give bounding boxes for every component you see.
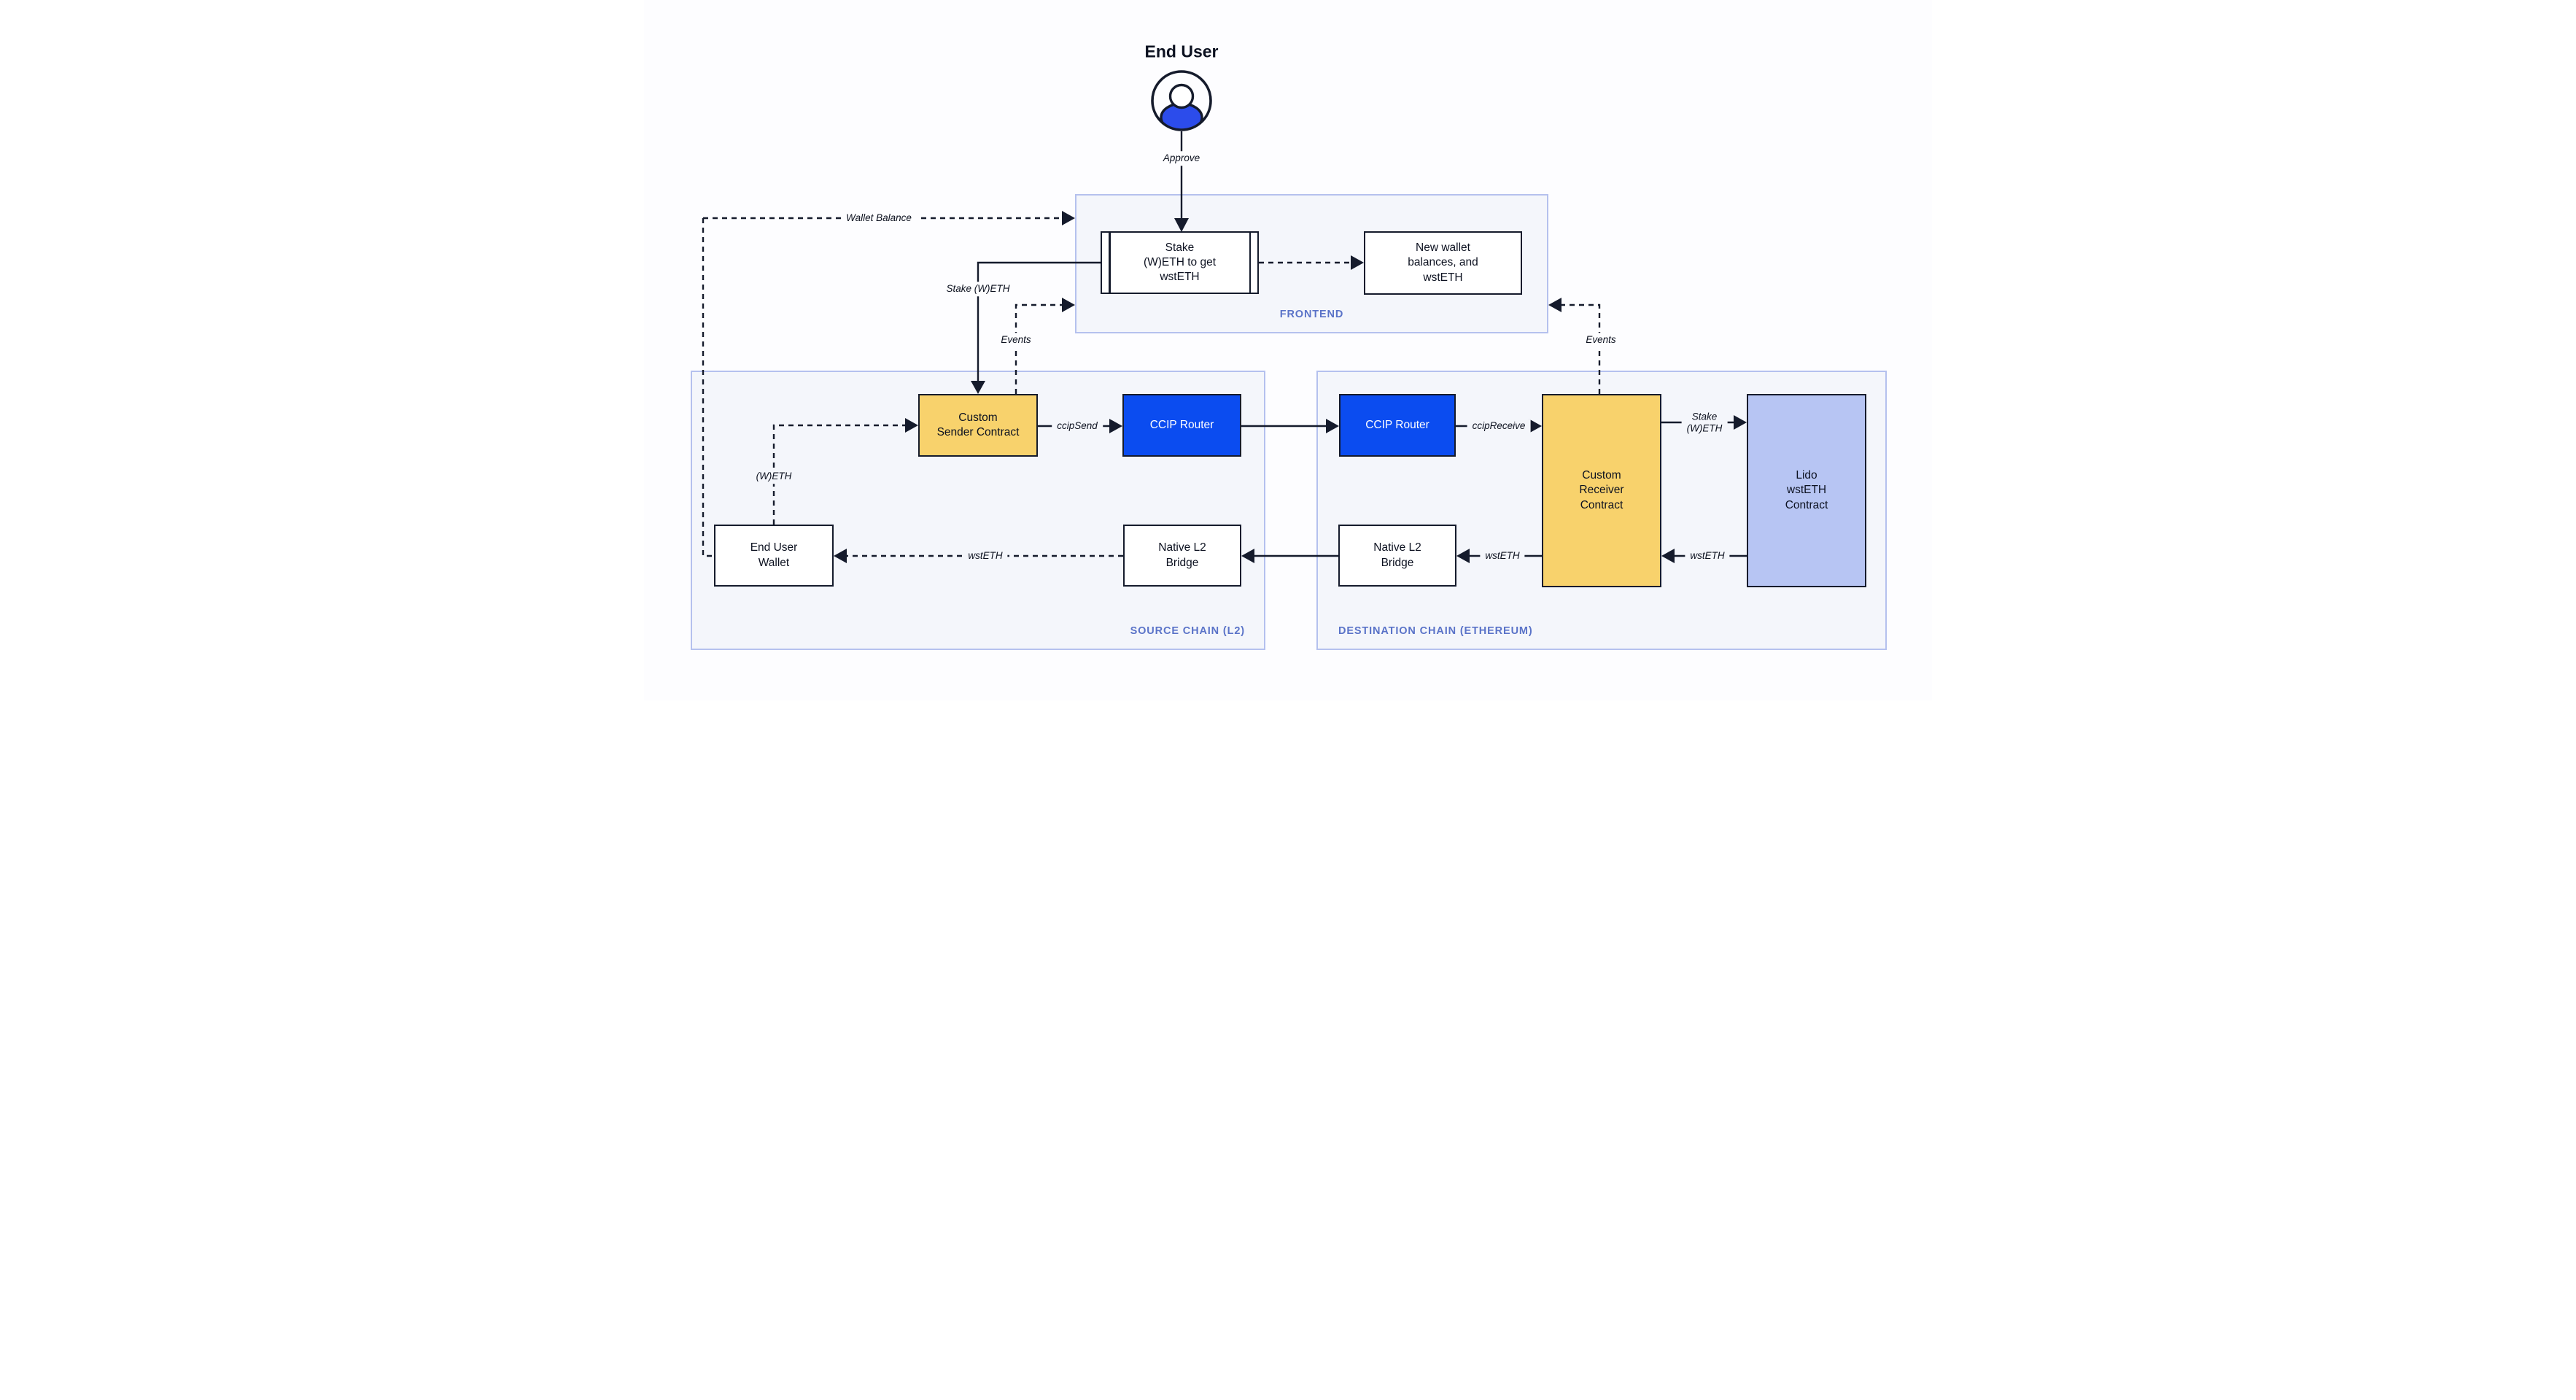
ccip-router-destination: CCIP Router xyxy=(1339,394,1456,457)
edge-label-approve: Approve xyxy=(1157,151,1206,166)
edge-label-events-right: Events xyxy=(1580,333,1621,347)
end-user-title: End User xyxy=(1144,42,1219,61)
custom-sender-label: Custom Sender Contract xyxy=(936,411,1020,438)
edge-label-ccipreceive: ccipReceive xyxy=(1467,419,1531,433)
edge-label-weth: (W)ETH xyxy=(750,469,797,484)
ccip-router-destination-label: CCIP Router xyxy=(1365,418,1429,431)
person-icon xyxy=(1151,70,1212,131)
lido-wsteth-label: Lido wstETH Contract xyxy=(1785,469,1828,511)
subroutine-bar-left xyxy=(1109,233,1111,293)
edge-label-stake-weth-left: Stake (W)ETH xyxy=(941,282,1015,296)
native-bridge-source: Native L2 Bridge xyxy=(1123,525,1241,587)
ccip-router-source-label: CCIP Router xyxy=(1149,418,1214,431)
edge-label-events-left: Events xyxy=(996,333,1036,347)
new-wallet-box: New wallet balances, and wstETH xyxy=(1364,231,1522,295)
edge-label-wsteth-lido: wstETH xyxy=(1685,549,1730,563)
destination-chain-label: DESTINATION CHAIN (ETHEREUM) xyxy=(1338,625,1533,637)
frontend-label: FRONTEND xyxy=(1279,309,1344,320)
native-bridge-destination-label: Native L2 Bridge xyxy=(1373,541,1421,569)
stake-box-label: Stake (W)ETH to get wstETH xyxy=(1143,241,1217,284)
native-bridge-destination: Native L2 Bridge xyxy=(1338,525,1456,587)
stake-box: Stake (W)ETH to get wstETH xyxy=(1101,231,1259,294)
diagram-canvas: FRONTEND SOURCE CHAIN (L2) DESTINATION C… xyxy=(644,0,1932,700)
new-wallet-label: New wallet balances, and wstETH xyxy=(1408,241,1478,284)
subroutine-bar-right xyxy=(1249,233,1251,293)
native-bridge-source-label: Native L2 Bridge xyxy=(1158,541,1206,569)
edge-label-wsteth-to-wallet: wstETH xyxy=(963,549,1008,563)
edge-label-wsteth-receiver-bridge: wstETH xyxy=(1480,549,1525,563)
end-user-wallet-label: End User Wallet xyxy=(750,541,798,569)
lido-wsteth-contract: Lido wstETH Contract xyxy=(1747,394,1866,587)
end-user-wallet: End User Wallet xyxy=(714,525,834,587)
custom-receiver-label: Custom Receiver Contract xyxy=(1579,469,1624,511)
custom-sender-contract: Custom Sender Contract xyxy=(918,394,1038,457)
edge-label-stake-weth-right: Stake (W)ETH xyxy=(1681,409,1728,436)
source-chain-label: SOURCE CHAIN (L2) xyxy=(1130,625,1245,637)
ccip-router-source: CCIP Router xyxy=(1122,394,1241,457)
custom-receiver-contract: Custom Receiver Contract xyxy=(1542,394,1661,587)
edge-label-wallet-balance: Wallet Balance xyxy=(841,211,917,225)
edge-label-ccipsend: ccipSend xyxy=(1052,419,1103,433)
